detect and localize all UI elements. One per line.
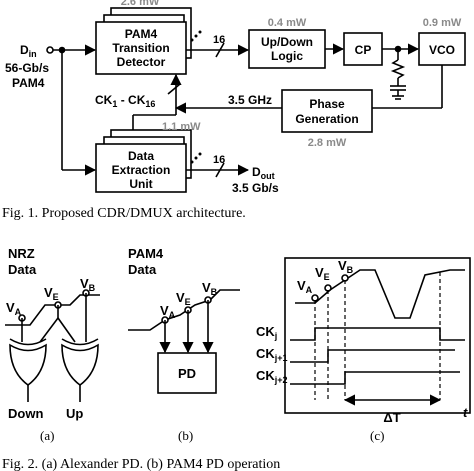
pam4-va: VA: [160, 303, 176, 320]
fig1-block-diagram: [46, 7, 466, 193]
pd-block: [157, 352, 217, 394]
vco-power: 0.9 mW: [423, 17, 462, 29]
ck-j2-label: CKj+2: [256, 368, 288, 385]
fig2b-caption: (b): [178, 428, 193, 443]
stack-dots: [190, 30, 202, 164]
fig2a-caption: (a): [40, 428, 54, 443]
pd-label: PD: [178, 366, 196, 381]
clock-label: CK1 - CK16: [95, 93, 155, 109]
pam4-title-2: Data: [128, 262, 157, 277]
timing-va: VA: [297, 278, 313, 295]
vco-block: [418, 32, 466, 66]
t-axis-label: t: [463, 405, 468, 420]
fig2a-alexander-pd: [5, 289, 100, 402]
down-label: Down: [8, 406, 43, 421]
nrz-title-2: Data: [8, 262, 37, 277]
vco-label: VCO: [429, 43, 455, 57]
extract-power: 1.1 mW: [162, 121, 201, 133]
output-label: Dout: [252, 165, 275, 181]
extract-line-3: Unit: [129, 177, 152, 191]
timing-vb: VB: [338, 258, 354, 275]
fig1-texts: Din 56-Gb/s PAM4 2.6 mW PAM4 Transition …: [5, 0, 462, 195]
bus-width-b: 16: [213, 154, 225, 166]
extract-line-1: Data: [128, 149, 154, 163]
input-node: [46, 46, 54, 54]
fig2c-texts: VA VE VB CKj CKj+1 CKj+2 ΔT t: [256, 258, 468, 425]
updown-line-1: Up/Down: [261, 35, 313, 49]
output-rate: 3.5 Gb/s: [232, 181, 279, 195]
cp-label: CP: [355, 43, 372, 57]
updown-power: 0.4 mW: [268, 17, 307, 29]
phase-line-1: Phase: [309, 97, 345, 111]
fig2a-texts: NRZ Data VA VE VB Down Up: [6, 246, 96, 421]
nrz-va: VA: [6, 300, 22, 317]
cp-block: [343, 32, 383, 66]
fig2-caption: Fig. 2. (a) Alexander PD. (b) PAM4 PD op…: [2, 457, 280, 471]
transition-line-2: Transition: [112, 41, 169, 55]
bus-width-a: 16: [213, 34, 225, 46]
nrz-vb: VB: [80, 276, 96, 293]
ck-j-label: CKj: [256, 324, 277, 341]
input-format: PAM4: [12, 76, 45, 90]
fig2b-pam4-pd: [128, 289, 240, 394]
fig2c-timing: [284, 257, 471, 414]
fig1-caption: Fig. 1. Proposed CDR/DMUX architecture.: [2, 206, 246, 221]
phase-generation-block: [281, 89, 373, 133]
pam4-ve: VE: [176, 290, 191, 307]
extract-line-2: Extraction: [112, 163, 171, 177]
pam4-title-1: PAM4: [128, 246, 164, 261]
updown-logic-block: [248, 29, 326, 69]
up-label: Up: [66, 406, 83, 421]
timing-ve: VE: [315, 265, 330, 282]
transition-line-3: Detector: [117, 55, 166, 69]
delta-t-label: ΔT: [383, 410, 400, 425]
transition-power: 2.6 mW: [121, 0, 160, 8]
fig2b-texts: PAM4 Data VA VE VB PD: [128, 246, 218, 381]
input-rate: 56-Gb/s: [5, 61, 49, 75]
nrz-ve: VE: [44, 285, 59, 302]
pam4-vb: VB: [202, 280, 218, 297]
nrz-title-1: NRZ: [8, 246, 35, 261]
clock-freq: 3.5 GHz: [228, 93, 272, 107]
transition-line-1: PAM4: [125, 27, 158, 41]
input-label: Din: [20, 43, 37, 59]
ck-j1-label: CKj+1: [256, 346, 288, 363]
fig2c-caption: (c): [370, 428, 384, 443]
timing-frame: [284, 257, 471, 414]
data-extraction-unit-block: [95, 143, 187, 193]
updown-line-2: Logic: [271, 49, 303, 63]
phase-line-2: Generation: [295, 112, 358, 126]
phase-power: 2.8 mW: [308, 137, 347, 149]
pam4-transition-detector-block: [95, 21, 187, 75]
